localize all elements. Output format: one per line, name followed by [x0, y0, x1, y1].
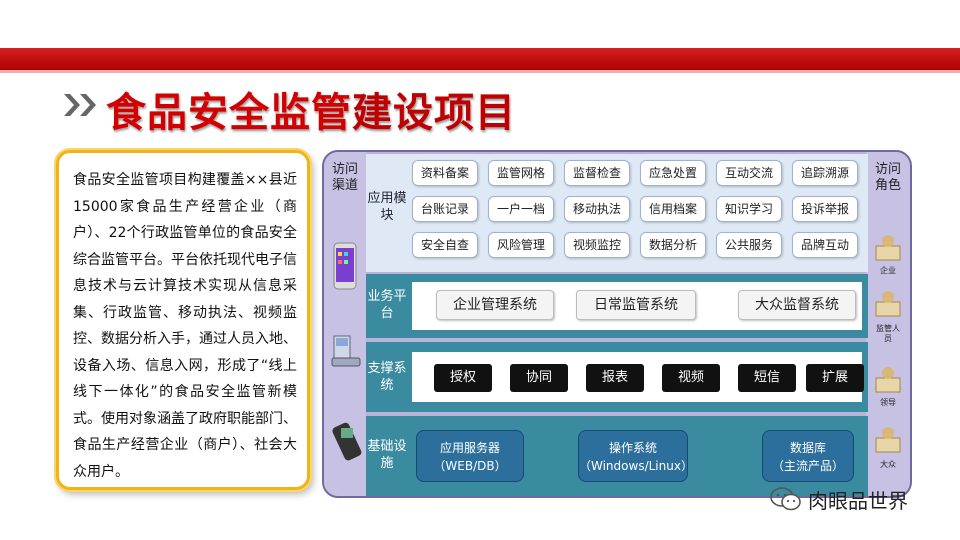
module-item: 台账记录 — [412, 196, 478, 222]
support-item: 视频 — [662, 364, 720, 392]
watermark-text: 肉眼品世界 — [808, 489, 908, 513]
business-platform-layer: 业务平台 企业管理系统 日常监管系统 大众监督系统 — [366, 274, 868, 338]
architecture-diagram: 访问渠道 访问角色 企业 监管人员 领导 — [322, 150, 912, 498]
module-item: 知识学习 — [716, 196, 782, 222]
operating-system-box: 操作系统 （Windows/Linux） — [578, 430, 693, 482]
module-item: 视频监控 — [564, 232, 630, 258]
module-item: 监管网格 — [488, 160, 554, 186]
support-item: 短信 — [738, 364, 796, 392]
database-box: 数据库 （主流产品） — [762, 430, 854, 482]
app-server-title: 应用服务器 — [439, 441, 500, 455]
user-role-icon — [875, 367, 901, 393]
module-item: 公共服务 — [716, 232, 782, 258]
module-item: 资料备案 — [412, 160, 478, 186]
module-item: 移动执法 — [564, 196, 630, 222]
handheld-device-icon — [332, 422, 362, 461]
description-box: 食品安全监管项目构建覆盖××县近15000家食品生产经营企业（商户）、22个行政… — [56, 150, 310, 490]
module-item: 品牌互动 — [792, 232, 858, 258]
access-role-column: 访问角色 企业 监管人员 领导 大众 — [866, 152, 910, 496]
daily-supervision-system: 日常监管系统 — [576, 290, 696, 320]
wechat-icon — [770, 487, 801, 511]
module-item: 安全自查 — [412, 232, 478, 258]
module-item: 投诉举报 — [792, 196, 858, 222]
module-item: 监督检查 — [564, 160, 630, 186]
infrastructure-layer: 基础设施 应用服务器 （WEB/DB） 操作系统 （Windows/Linux）… — [366, 416, 868, 496]
module-item: 风险管理 — [488, 232, 554, 258]
database-detail: （主流产品） — [771, 459, 844, 473]
os-detail: （Windows/Linux） — [579, 459, 693, 473]
user-role-icon — [875, 235, 901, 261]
role-enterprise: 企业 — [880, 266, 896, 275]
access-channel-label: 访问渠道 — [331, 162, 358, 193]
module-item: 数据分析 — [640, 232, 706, 258]
support-items-panel: 授权 协同 报表 视频 短信 扩展 — [412, 352, 864, 402]
role-inspector: 监管人员 — [876, 324, 900, 343]
access-role-label: 访问角色 — [874, 162, 901, 193]
module-item: 互动交流 — [716, 160, 782, 186]
description-text: 食品安全监管项目构建覆盖××县近15000家食品生产经营企业（商户）、22个行政… — [73, 172, 297, 480]
access-channel-column: 访问渠道 — [324, 152, 366, 496]
smartphone-icon — [333, 242, 357, 290]
business-systems-panel: 企业管理系统 日常监管系统 大众监督系统 — [412, 282, 862, 330]
double-chevron-icon — [64, 94, 96, 116]
wechat-watermark: 肉眼品世界 — [770, 484, 950, 514]
support-system-label: 支撑系统 — [367, 361, 407, 393]
infrastructure-label: 基础设施 — [367, 439, 407, 471]
app-server-box: 应用服务器 （WEB/DB） — [416, 430, 524, 482]
user-role-icon — [875, 427, 901, 453]
top-red-banner — [0, 48, 960, 73]
support-item: 授权 — [434, 364, 492, 392]
business-platform-label: 业务平台 — [367, 289, 407, 321]
support-item: 协同 — [510, 364, 568, 392]
support-system-layer: 支撑系统 授权 协同 报表 视频 短信 扩展 — [366, 342, 868, 412]
app-server-detail: （WEB/DB） — [433, 459, 507, 473]
module-item: 信用档案 — [640, 196, 706, 222]
application-layer-label: 应用模块 — [367, 191, 407, 223]
module-item: 一户一档 — [488, 196, 554, 222]
enterprise-management-system: 企业管理系统 — [436, 290, 554, 320]
support-item: 报表 — [586, 364, 644, 392]
pos-terminal-icon — [331, 335, 361, 367]
page-title: 食品安全监管建设项目 — [106, 80, 516, 138]
role-public: 大众 — [880, 460, 896, 469]
application-layer: 应用模块 资料备案 监管网格 监督检查 应急处置 互动交流 追踪溯源 台账记录 … — [366, 154, 868, 272]
user-role-icon — [875, 291, 901, 317]
support-item: 扩展 — [806, 364, 864, 392]
title-main: 食品安全监管 — [106, 90, 352, 136]
os-title: 操作系统 — [608, 441, 657, 455]
public-supervision-system: 大众监督系统 — [738, 290, 856, 320]
role-leader: 领导 — [880, 398, 896, 407]
title-sub: 建设项目 — [352, 90, 516, 136]
database-title: 数据库 — [789, 441, 826, 455]
module-item: 应急处置 — [640, 160, 706, 186]
module-item: 追踪溯源 — [792, 160, 858, 186]
